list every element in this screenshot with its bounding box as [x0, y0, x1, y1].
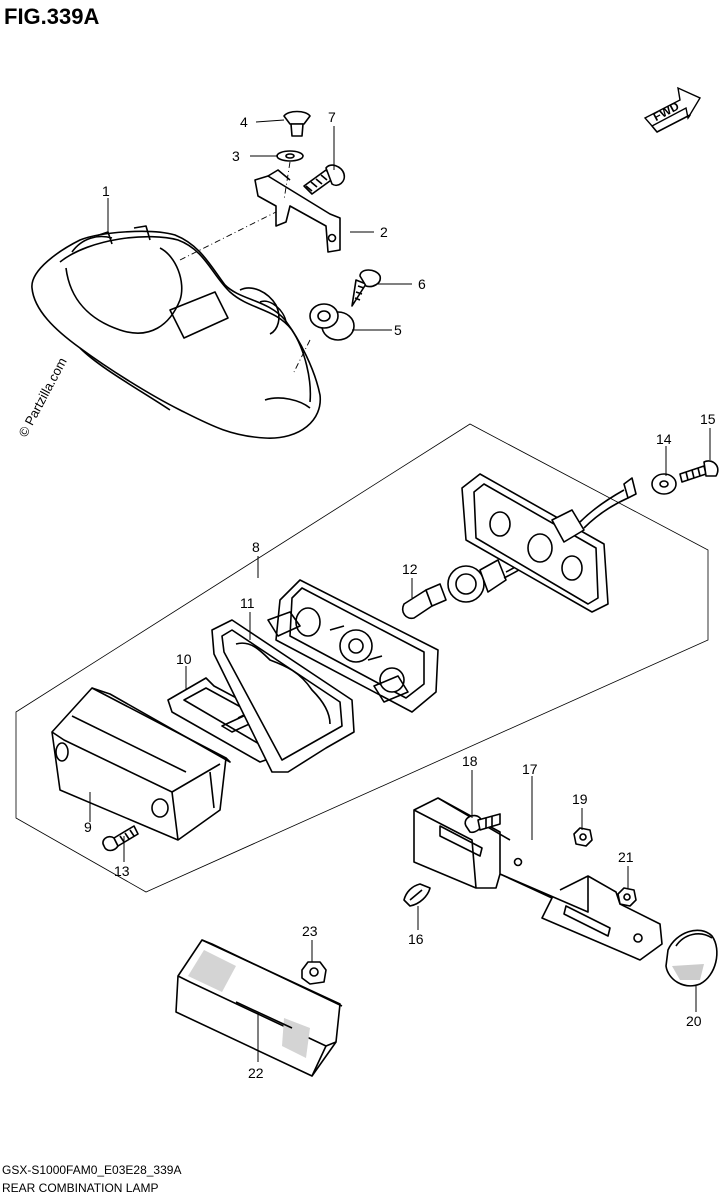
part-8-base-plate: [461, 473, 637, 613]
part-9-lens: [51, 687, 231, 841]
leader-lines: [89, 119, 711, 1062]
figure-title: FIG.339A: [4, 4, 99, 29]
callout-1: 1: [102, 183, 110, 199]
callout-20: 20: [686, 1013, 702, 1029]
part-14-washer: [651, 473, 677, 495]
callout-8: 8: [252, 539, 260, 555]
model-code: GSX-S1000FAM0_E03E28_339A: [2, 1163, 181, 1177]
part-7-bolt: [303, 164, 346, 195]
part-19-nut: [573, 827, 593, 847]
part-13-screw: [102, 825, 139, 852]
callout-11: 11: [240, 595, 255, 611]
callout-9: 9: [84, 819, 92, 835]
part-18-screw: [464, 813, 501, 834]
callout-4: 4: [240, 114, 248, 130]
watermark: © Partzilla.com: [15, 355, 69, 439]
part-5-grommet: [293, 303, 355, 373]
callout-14: 14: [656, 431, 672, 447]
callout-16: 16: [408, 931, 424, 947]
callout-23: 23: [302, 923, 318, 939]
callout-13: 13: [114, 863, 130, 879]
callout-7: 7: [328, 109, 336, 125]
callout-19: 19: [572, 791, 588, 807]
part-16-clip: [403, 883, 431, 907]
callout-2: 2: [380, 224, 388, 240]
part-2-bracket: [179, 169, 341, 261]
assembly-box-8: [15, 423, 709, 893]
part-17-bracket: [413, 797, 663, 961]
callout-6: 6: [418, 276, 426, 292]
fwd-arrow-icon: FWD: [643, 86, 702, 133]
part-21-nut: [617, 887, 637, 907]
callout-10: 10: [176, 651, 192, 667]
callout-12: 12: [402, 561, 418, 577]
callout-22: 22: [248, 1065, 264, 1081]
part-22-reflector: [175, 939, 343, 1077]
part-1-tail-lamp-housing: [31, 225, 321, 439]
diagram-caption: REAR COMBINATION LAMP: [2, 1181, 158, 1195]
part-23-nut: [301, 961, 327, 985]
part-15-screw: [679, 460, 719, 483]
callout-21: 21: [618, 849, 634, 865]
callout-15: 15: [700, 411, 716, 427]
part-12-bulb-socket: [401, 533, 553, 620]
part-20-round-reflector: [665, 929, 718, 987]
callout-17: 17: [522, 761, 538, 777]
callout-3: 3: [232, 148, 240, 164]
part-8-socket-board: [267, 579, 439, 713]
callout-numbers: 1 2 3 4 5 6 7 8 9 10 11 12 13 14 15 16 1…: [84, 109, 716, 1081]
callout-18: 18: [462, 753, 478, 769]
part-6-screw: [351, 269, 382, 307]
callout-5: 5: [394, 322, 402, 338]
part-4-screw: [283, 110, 311, 137]
part-11-seal: [211, 619, 355, 773]
